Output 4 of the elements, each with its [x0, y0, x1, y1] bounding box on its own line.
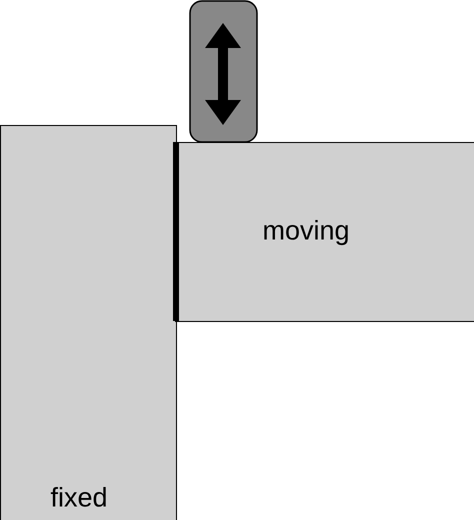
block-label: fixed: [50, 482, 108, 514]
block-panel: [175, 142, 474, 322]
block-panel: [0, 125, 177, 520]
block-label: moving: [262, 216, 350, 246]
